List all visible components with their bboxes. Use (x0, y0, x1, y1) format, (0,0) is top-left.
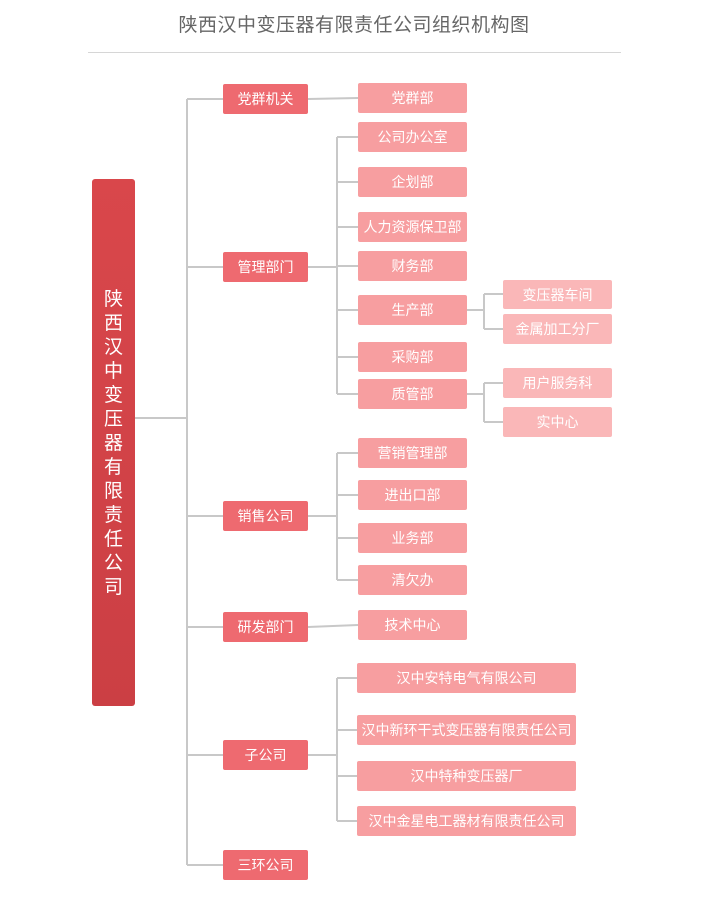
connector-line (307, 97, 359, 100)
unit-hr-security: 人力资源保卫部 (358, 212, 467, 242)
title-divider (88, 52, 621, 53)
root-label-char: 汉 (103, 335, 123, 358)
unit-metal-processing-plant: 金属加工分厂 (503, 314, 612, 344)
unit-customer-service: 用户服务科 (503, 368, 612, 398)
unit-finance: 财务部 (358, 251, 467, 281)
chart-title: 陕西汉中变压器有限责任公司组织机构图 (178, 14, 530, 36)
connector-line (307, 624, 359, 628)
dept-research: 研发部门 (223, 612, 308, 642)
root-label-char: 西 (103, 311, 123, 334)
root-label-char: 有 (103, 455, 123, 478)
root-label-char: 器 (103, 431, 123, 454)
root-label-char: 责 (103, 503, 123, 526)
dept-management: 管理部门 (223, 252, 308, 282)
root-label-char: 压 (103, 407, 123, 430)
unit-marketing-management: 营销管理部 (358, 438, 467, 468)
unit-production: 生产部 (358, 295, 467, 325)
root-label-char: 任 (103, 527, 123, 550)
unit-quality: 质管部 (358, 379, 467, 409)
root-label-char: 公 (103, 551, 123, 574)
unit-planning: 企划部 (358, 167, 467, 197)
root-label-char: 司 (103, 575, 123, 598)
subsidiary-xinhuan-dry-transformer: 汉中新环干式变压器有限责任公司 (357, 715, 576, 745)
unit-technology-center: 技术中心 (358, 610, 467, 640)
root-label-char: 变 (103, 383, 123, 406)
dept-sales-company: 销售公司 (223, 501, 308, 531)
unit-business: 业务部 (358, 523, 467, 553)
unit-transformer-workshop: 变压器车间 (503, 280, 612, 309)
unit-party-affairs-office: 党群部 (358, 83, 467, 113)
unit-debt-collection: 清欠办 (358, 565, 467, 595)
subsidiary-jinxing-electrical: 汉中金星电工器材有限责任公司 (357, 806, 576, 836)
unit-procurement: 采购部 (358, 342, 467, 372)
dept-subsidiaries: 子公司 (223, 740, 308, 770)
unit-test-center: 实中心 (503, 407, 612, 437)
root-label-char: 陕 (103, 287, 123, 310)
unit-company-office: 公司办公室 (358, 122, 467, 152)
subsidiary-special-transformer-plant: 汉中特种变压器厂 (357, 761, 576, 791)
unit-import-export: 进出口部 (358, 480, 467, 510)
root-node: 陕西汉中变压器有限责任公司 (92, 179, 135, 706)
dept-sanhuan-company: 三环公司 (223, 850, 308, 880)
subsidiary-ante-electric: 汉中安特电气有限公司 (357, 663, 576, 693)
root-label-char: 中 (103, 359, 123, 382)
dept-party-affairs: 党群机关 (223, 84, 308, 114)
root-label-char: 限 (103, 479, 123, 502)
